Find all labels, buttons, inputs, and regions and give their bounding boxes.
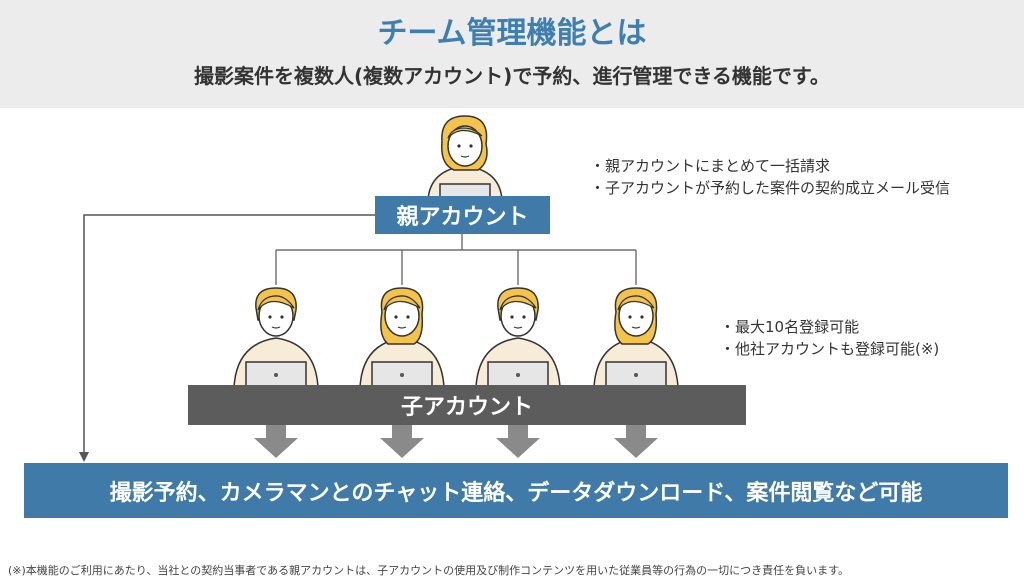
parent-note-1: ・親アカウントにまとめて一括請求 xyxy=(590,157,831,175)
child-account-bar: 子アカウント xyxy=(188,385,746,425)
child-person-4 xyxy=(593,287,679,388)
child-note-1: ・最大10名登録可能 xyxy=(720,318,860,336)
page-title: チーム管理機能とは xyxy=(377,16,647,51)
parent-note-2: ・子アカウントが予約した案件の契約成立メール受信 xyxy=(590,179,951,197)
child-person-3 xyxy=(475,287,561,388)
child-note-2: ・他社アカウントも登録可能(※) xyxy=(720,340,940,358)
child-person-2 xyxy=(359,287,445,388)
down-arrow-3 xyxy=(496,425,540,458)
left-connector xyxy=(83,214,375,455)
down-arrow-4 xyxy=(614,425,658,458)
capabilities-box: 撮影予約、カメラマンとのチャット連絡、データダウンロード、案件閲覧など可能 xyxy=(24,463,1008,518)
footnote: (※)本機能のご利用にあたり、当社との契約当事者である親アカウントは、子アカウン… xyxy=(8,564,850,577)
parent-person-illustration xyxy=(427,115,503,200)
child-person-1 xyxy=(233,287,319,388)
down-arrows xyxy=(254,425,658,458)
page-subtitle: 撮影案件を複数人(複数アカウント)で予約、進行管理できる機能です。 xyxy=(194,64,830,88)
parent-account-box: 親アカウント xyxy=(375,196,550,234)
down-arrow-2 xyxy=(380,425,424,458)
parent-notes: ・親アカウントにまとめて一括請求 ・子アカウントが予約した案件の契約成立メール受… xyxy=(590,155,950,199)
header-banner: チーム管理機能とは 撮影案件を複数人(複数アカウント)で予約、進行管理できる機能… xyxy=(0,0,1024,108)
left-arrowhead xyxy=(79,452,89,462)
down-arrow-1 xyxy=(254,425,298,458)
child-notes: ・最大10名登録可能 ・他社アカウントも登録可能(※) xyxy=(720,316,939,360)
